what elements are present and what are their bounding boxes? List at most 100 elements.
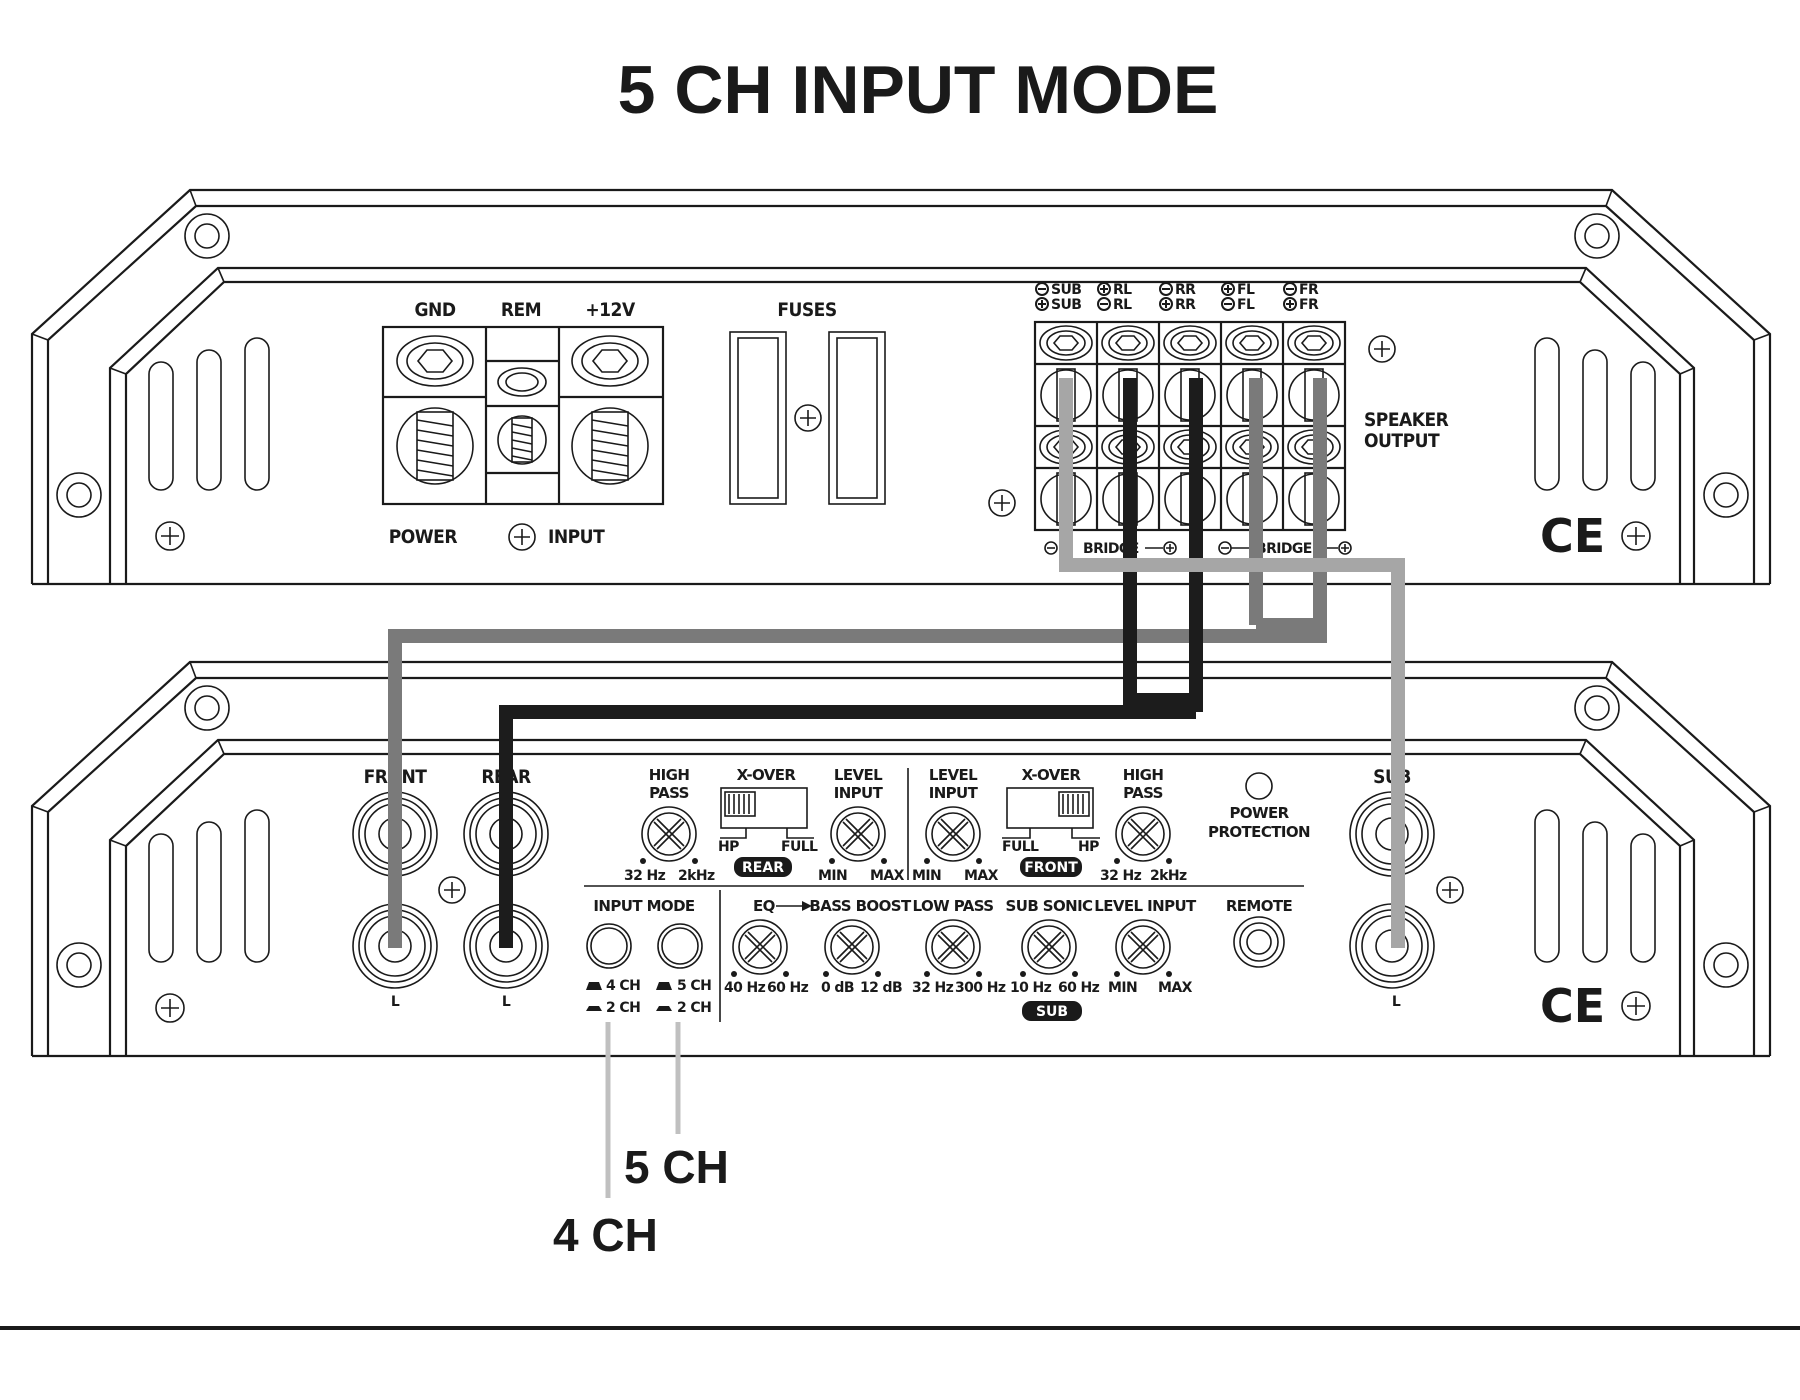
front-controls: LEVEL INPUT MIN MAX X-OVER FULL HP FRONT… bbox=[912, 766, 1188, 884]
screw-icon bbox=[988, 489, 1016, 517]
front-highpass-min: 32 Hz bbox=[1100, 868, 1142, 884]
front-high-pass-knob[interactable] bbox=[1114, 806, 1172, 864]
terminal-label: FR bbox=[1299, 297, 1319, 313]
min-dot bbox=[1114, 971, 1120, 977]
mount-hole bbox=[56, 472, 102, 518]
front-highpass-label-2: PASS bbox=[1123, 784, 1163, 802]
sub-level-max: MAX bbox=[1158, 980, 1193, 996]
sub-badge-text: SUB bbox=[1036, 1004, 1068, 1020]
rear-xover-switch[interactable] bbox=[720, 787, 814, 839]
rear-level-label-2: INPUT bbox=[834, 784, 884, 802]
rear-channel-label: L bbox=[502, 994, 511, 1010]
rear-high-pass-knob[interactable] bbox=[640, 806, 698, 864]
sub-level-label: LEVEL INPUT bbox=[1094, 897, 1197, 915]
switch2-up-label: 5 CH bbox=[677, 978, 711, 994]
released-icon bbox=[656, 1006, 672, 1011]
low-pass-label: LOW PASS bbox=[913, 897, 994, 915]
wires bbox=[388, 378, 1405, 948]
max-dot bbox=[875, 971, 881, 977]
eq-section: EQ 40 Hz 60 Hz BASS BOOST 0 dB 12 dB LOW… bbox=[724, 897, 1293, 1021]
top-amplifier-panel: CE GND REM +12V bbox=[30, 188, 1772, 586]
rear-badge-text: REAR bbox=[742, 860, 784, 876]
fuses: FUSES bbox=[729, 299, 886, 505]
remote-jack[interactable] bbox=[1233, 916, 1285, 968]
rem-terminal[interactable] bbox=[497, 367, 547, 465]
rear-level-label-1: LEVEL bbox=[834, 766, 883, 784]
bass-boost-max: 12 dB bbox=[860, 980, 902, 996]
pressed-icon bbox=[656, 982, 672, 990]
rear-level-max: MAX bbox=[870, 868, 905, 884]
max-dot bbox=[976, 971, 982, 977]
gnd-terminal[interactable] bbox=[396, 335, 474, 485]
min-dot bbox=[640, 858, 646, 864]
screw-icon bbox=[508, 523, 536, 551]
mount-hole bbox=[1703, 472, 1749, 518]
front-channel-label: L bbox=[391, 994, 400, 1010]
terminal-label: RL bbox=[1113, 282, 1132, 298]
vent-slots-right bbox=[1534, 809, 1656, 963]
rear-xover-right: FULL bbox=[781, 839, 818, 855]
input-caption: INPUT bbox=[548, 526, 605, 548]
screw-icon bbox=[438, 876, 466, 904]
fuse-slot[interactable] bbox=[828, 331, 886, 505]
rear-highpass-min: 32 Hz bbox=[624, 868, 666, 884]
vent-slots-right bbox=[1534, 337, 1656, 491]
power-caption: POWER bbox=[389, 526, 458, 548]
switch2-down-label: 2 CH bbox=[677, 1000, 711, 1016]
bridge-label-right: BRIDGE bbox=[1256, 541, 1312, 557]
power-terminal-block: GND REM +12V bbox=[381, 299, 665, 551]
mount-hole bbox=[56, 942, 102, 988]
max-dot bbox=[783, 971, 789, 977]
vent-slots-left bbox=[148, 337, 270, 491]
max-dot bbox=[1072, 971, 1078, 977]
terminal-label: SUB bbox=[1051, 282, 1081, 298]
terminal-label: RR bbox=[1175, 282, 1196, 298]
max-dot bbox=[1166, 971, 1172, 977]
screw-icon bbox=[794, 404, 822, 432]
4ch-callout: 4 CH bbox=[553, 1209, 658, 1261]
bass-boost-knob[interactable] bbox=[823, 919, 881, 977]
mount-hole bbox=[184, 685, 230, 731]
min-dot bbox=[731, 971, 737, 977]
pressed-icon bbox=[586, 982, 602, 990]
front-xover-right: HP bbox=[1078, 839, 1099, 855]
terminal-label: RR bbox=[1175, 297, 1196, 313]
sub-badge bbox=[1022, 1001, 1082, 1021]
rear-highpass-max: 2kHz bbox=[678, 868, 715, 884]
sub-sonic-knob[interactable] bbox=[1020, 919, 1078, 977]
sub-level-knob[interactable] bbox=[1114, 919, 1172, 977]
front-xover-label: X-OVER bbox=[1022, 766, 1082, 784]
mount-hole bbox=[1574, 685, 1620, 731]
fuses-label: FUSES bbox=[777, 299, 837, 321]
input-mode-label: INPUT MODE bbox=[593, 897, 694, 915]
rear-xover-label: X-OVER bbox=[737, 766, 797, 784]
min-dot bbox=[829, 858, 835, 864]
rear-badge bbox=[734, 857, 792, 877]
front-badge bbox=[1020, 857, 1082, 877]
12v-terminal[interactable] bbox=[571, 335, 649, 485]
eq-knob[interactable] bbox=[731, 919, 789, 977]
front-xover-switch[interactable] bbox=[1002, 787, 1100, 839]
input-mode-switch-2[interactable] bbox=[657, 923, 703, 969]
front-level-min: MIN bbox=[912, 868, 941, 884]
terminal-label: FL bbox=[1237, 282, 1255, 298]
rem-label: REM bbox=[501, 299, 541, 321]
input-mode-switch-1[interactable] bbox=[586, 923, 632, 969]
low-pass-knob[interactable] bbox=[924, 919, 982, 977]
screw-icon bbox=[1621, 991, 1651, 1021]
front-badge-text: FRONT bbox=[1024, 860, 1078, 876]
vent-slots-left bbox=[148, 809, 270, 963]
eq-min: 40 Hz bbox=[724, 980, 766, 996]
fuse-slot[interactable] bbox=[729, 331, 787, 505]
bass-boost-label: BASS BOOST bbox=[809, 897, 912, 915]
rear-level-knob[interactable] bbox=[829, 806, 887, 864]
max-dot bbox=[692, 858, 698, 864]
min-dot bbox=[1114, 858, 1120, 864]
eq-label: EQ bbox=[753, 897, 775, 915]
terminal-label: SUB bbox=[1051, 297, 1081, 313]
rear-signal-wire bbox=[499, 378, 1203, 948]
front-level-knob[interactable] bbox=[924, 806, 982, 864]
power-protection-label-2: PROTECTION bbox=[1208, 823, 1310, 841]
screw-icon bbox=[1436, 876, 1464, 904]
